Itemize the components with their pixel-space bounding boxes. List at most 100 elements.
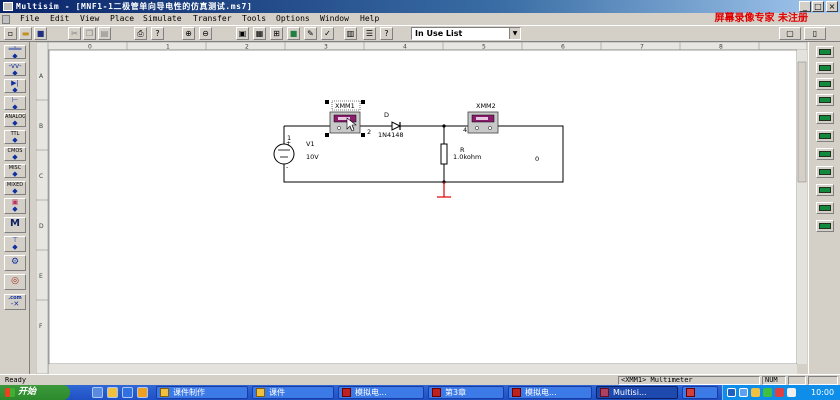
schematic-svg[interactable]: 0 1 2 3 4 5 6 7 8 A B C D E F (35, 41, 808, 375)
question-icon[interactable]: ? (380, 27, 393, 40)
ruler-col-2: 2 (245, 44, 249, 51)
spectrum-analyzer-instrument-icon[interactable] (816, 202, 834, 214)
save-icon[interactable]: ■ (34, 27, 47, 40)
list-icon[interactable]: ☰ (363, 27, 376, 40)
task-button-2[interactable]: 课件 (252, 386, 334, 399)
rf-parts-button[interactable]: ⊤◆ (4, 236, 26, 252)
ladder-parts-button[interactable]: ◎ (4, 274, 26, 290)
wattmeter-instrument-icon[interactable] (816, 78, 834, 90)
paste-icon[interactable]: ▤ (98, 27, 111, 40)
logic-converter-instrument-icon[interactable] (816, 166, 834, 178)
db-manager-icon[interactable]: ■ (287, 27, 300, 40)
ground-symbol[interactable] (437, 182, 451, 198)
status-empty-1 (788, 376, 806, 385)
basic-parts-button[interactable]: -vv-◆ (4, 62, 26, 76)
fullscreen-icon[interactable]: ▣ (236, 27, 249, 40)
in-use-list-dropdown[interactable]: In Use List▼ (411, 27, 521, 40)
diode-d[interactable] (388, 121, 408, 131)
schematic-sheet[interactable] (48, 49, 798, 365)
menu-file[interactable]: File (20, 14, 40, 23)
chevron-down-icon[interactable]: ▼ (509, 28, 520, 39)
maximize-button[interactable]: □ (812, 1, 824, 12)
minimize-button[interactable]: _ (799, 1, 811, 12)
cmos-parts-button[interactable]: CMOS◆ (4, 147, 26, 161)
multimeter-instrument-icon[interactable] (816, 46, 834, 58)
run-switch-icon[interactable]: ▢ (779, 27, 801, 40)
logic-analyzer-instrument-icon[interactable] (816, 148, 834, 160)
print-icon[interactable]: ⎙ (134, 27, 147, 40)
task-button-6[interactable]: Multisi... (596, 386, 678, 399)
oscilloscope-instrument-icon[interactable] (816, 94, 834, 106)
ime-icon[interactable] (739, 388, 748, 397)
ttl-parts-button[interactable]: TTL◆ (4, 130, 26, 144)
pause-icon[interactable]: ▯ (804, 27, 826, 40)
menu-transfer[interactable]: Transfer (193, 14, 232, 23)
mixed-parts-button[interactable]: MIXED◆ (4, 181, 26, 195)
web-parts-button[interactable]: .com-✕ (4, 294, 26, 310)
network-analyzer-instrument-icon[interactable] (816, 220, 834, 232)
horizontal-scrollbar[interactable] (49, 364, 797, 374)
open-icon[interactable]: ▬ (19, 27, 32, 40)
sources-parts-button[interactable]: ═╧═◆ (4, 45, 26, 59)
security-icon[interactable] (763, 388, 772, 397)
volume-icon[interactable] (751, 388, 760, 397)
menu-tools[interactable]: Tools (242, 14, 267, 23)
quicklaunch-desktop-icon[interactable] (92, 387, 103, 398)
doc-icon[interactable] (2, 15, 10, 24)
word-generator-instrument-icon[interactable] (816, 130, 834, 142)
quicklaunch-ie-icon[interactable] (122, 387, 133, 398)
menu-place[interactable]: Place (110, 14, 135, 23)
diodes-parts-button[interactable]: ▶|◆ (4, 79, 26, 93)
source-node-label: 1 (287, 134, 291, 142)
task-button-1[interactable]: 课件制作 (156, 386, 248, 399)
crossprobe-icon[interactable]: ▥ (344, 27, 357, 40)
electromechanical-parts-button[interactable]: ⚙ (4, 255, 26, 271)
indicators-parts-button[interactable]: ▣◆ (4, 198, 26, 214)
close-button[interactable]: × (826, 1, 838, 12)
voltage-source-v1[interactable] (273, 143, 295, 165)
messenger-icon[interactable] (787, 388, 796, 397)
postprocessor-icon[interactable]: ▦ (253, 27, 266, 40)
recorder-tray-icon[interactable] (775, 388, 784, 397)
bode-plotter-instrument-icon[interactable] (816, 112, 834, 124)
menu-bar: File Edit View Place Simulate Transfer T… (0, 13, 840, 25)
misc-digital-parts-button[interactable]: MISC◆ (4, 164, 26, 178)
electrical-rules-icon[interactable]: ✓ (321, 27, 334, 40)
zoom-out-icon[interactable]: ⊖ (199, 27, 212, 40)
menu-edit[interactable]: Edit (50, 14, 70, 23)
task-label-2: 课件 (269, 388, 285, 397)
zoom-in-icon[interactable]: ⊕ (182, 27, 195, 40)
menu-simulate[interactable]: Simulate (143, 14, 182, 23)
start-button[interactable]: 开始 (0, 385, 70, 400)
task-button-4[interactable]: 第3章 (428, 386, 504, 399)
component-wizard-icon[interactable]: ✎ (304, 27, 317, 40)
help-icon[interactable]: ? (151, 27, 164, 40)
vertical-scrollbar[interactable] (797, 50, 807, 364)
xmm1-label: XMM1 (335, 102, 355, 110)
quicklaunch-folder-icon[interactable] (107, 387, 118, 398)
menu-options[interactable]: Options (276, 14, 310, 23)
cut-icon[interactable]: ✂ (68, 27, 81, 40)
menu-help[interactable]: Help (360, 14, 380, 23)
schematic-area[interactable]: 0 1 2 3 4 5 6 7 8 A B C D E F (35, 41, 808, 375)
quicklaunch-media-icon[interactable] (137, 387, 148, 398)
grapher-icon[interactable]: ⊞ (270, 27, 283, 40)
rf-icon: ⊤ (11, 236, 19, 244)
multimeter-xmm2[interactable] (467, 111, 499, 134)
task-button-5[interactable]: 模拟电... (508, 386, 592, 399)
distortion-analyzer-instrument-icon[interactable] (816, 184, 834, 196)
task-button-7[interactable] (682, 386, 718, 399)
source-minus-sign: - (286, 164, 288, 171)
vertical-scroll-thumb[interactable] (797, 61, 807, 183)
task-button-3[interactable]: 模拟电... (338, 386, 424, 399)
network-icon[interactable] (727, 388, 736, 397)
analog-parts-button[interactable]: ANALOG◆ (4, 113, 26, 127)
resistor-r[interactable] (440, 143, 448, 165)
transistors-parts-button[interactable]: ⊢◆ (4, 96, 26, 110)
menu-view[interactable]: View (80, 14, 100, 23)
function-generator-instrument-icon[interactable] (816, 62, 834, 74)
menu-window[interactable]: Window (320, 14, 349, 23)
new-icon[interactable]: ▫ (4, 27, 17, 40)
copy-icon[interactable]: ❐ (83, 27, 96, 40)
misc-parts-button[interactable]: M (4, 217, 26, 233)
